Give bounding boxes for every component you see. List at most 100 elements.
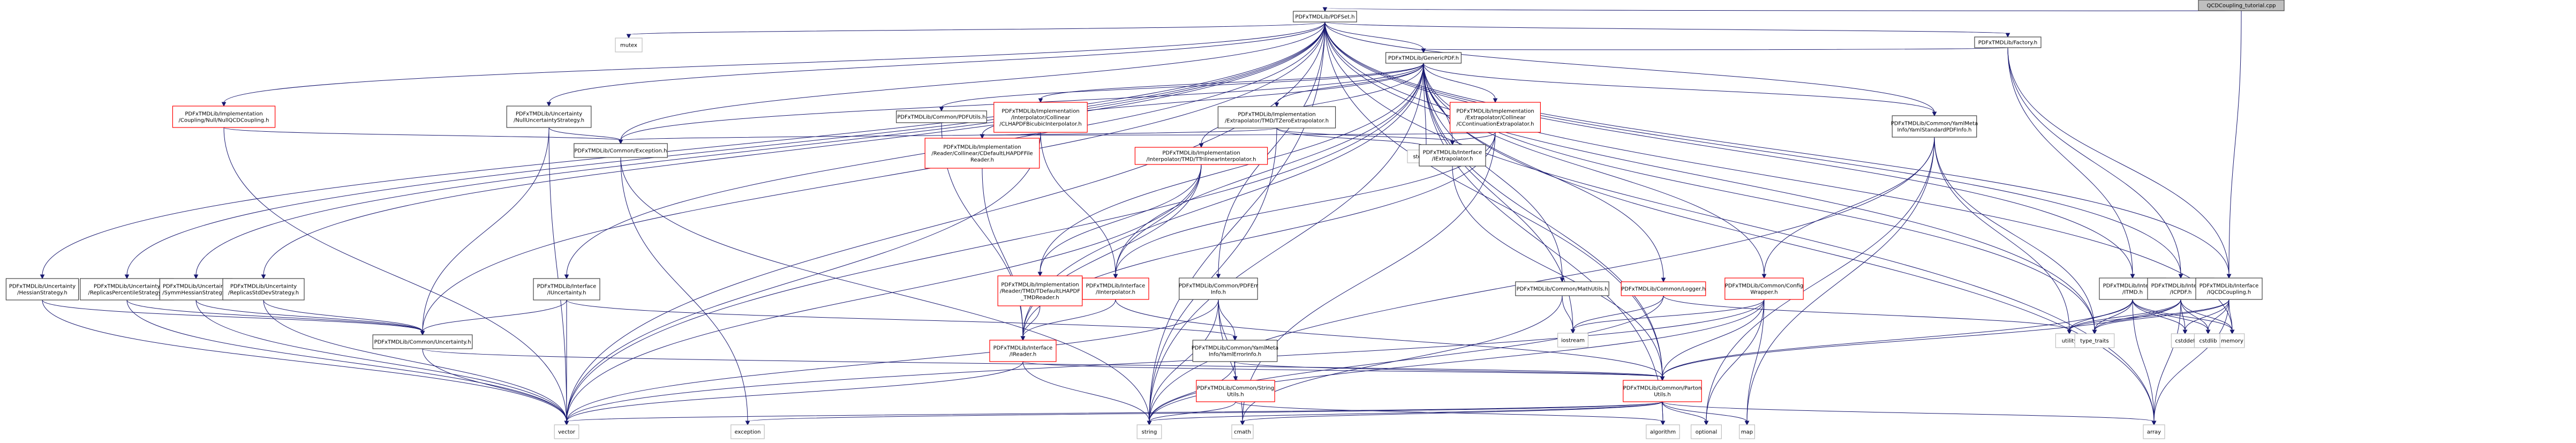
node-label: Reader.h bbox=[970, 157, 994, 163]
edge-line bbox=[620, 127, 1277, 141]
node-label: iostream bbox=[1561, 338, 1585, 344]
node-factory[interactable]: PDFxTMDLib/Factory.h bbox=[1974, 36, 2042, 48]
edge-line bbox=[1662, 299, 2133, 378]
node-ttrilinear[interactable]: PDFxTMDLib/Implementation/Interpolator/T… bbox=[1134, 147, 1268, 165]
edge-line bbox=[2007, 47, 2229, 275]
node-genericpdf[interactable]: PDFxTMDLib/GenericPDF.h bbox=[1385, 52, 1462, 64]
edge-line bbox=[1452, 166, 1663, 378]
edge-line bbox=[1149, 299, 1219, 422]
arrowhead-icon bbox=[1037, 272, 1043, 277]
edge-partonutils-to-map bbox=[1662, 401, 1750, 426]
edge-line bbox=[2185, 299, 2229, 331]
node-box bbox=[372, 334, 473, 349]
node-label: PDFxTMDLib/Uncertainty bbox=[516, 111, 582, 117]
node-label: /NullUncertaintyStrategy.h bbox=[514, 118, 584, 124]
arrowhead-icon bbox=[2205, 329, 2211, 335]
edge-line bbox=[1242, 132, 1496, 422]
node-box bbox=[533, 278, 600, 301]
node-algorithm: algorithm bbox=[1646, 424, 1680, 439]
node-ccontextrap[interactable]: PDFxTMDLib/Implementation/Extrapolator/C… bbox=[1450, 102, 1541, 133]
node-replstd[interactable]: PDFxTMDLib/Uncertainty/ReplicasStdDevStr… bbox=[222, 278, 305, 301]
node-label: PDFxTMDLib/Common/PDFUtils.h bbox=[897, 115, 985, 121]
node-label: PDFxTMDLib/Implementation bbox=[1162, 151, 1240, 156]
arrowhead-icon bbox=[2182, 329, 2188, 335]
edge-ireader-to-partonutils bbox=[1022, 361, 1665, 381]
edge-ireader-to-string bbox=[1022, 361, 1152, 426]
node-box bbox=[989, 340, 1057, 362]
node-label: PDFxTMDLib/Interface bbox=[2200, 283, 2259, 289]
node-label: /ITMD.h bbox=[2122, 290, 2143, 296]
node-hessian[interactable]: PDFxTMDLib/Uncertainty/HessianStrategy.h bbox=[5, 278, 79, 301]
node-pdfutils[interactable]: PDFxTMDLib/Common/PDFUtils.h bbox=[895, 110, 987, 123]
node-iextrap[interactable]: PDFxTMDLib/Interface/IExtrapolator.h bbox=[1419, 144, 1486, 167]
edge-configwrap-to-string bbox=[1147, 299, 1765, 426]
node-clhapdfbicubic[interactable]: PDFxTMDLib/Implementation/Interpolator/C… bbox=[993, 102, 1088, 133]
node-label: Info/YamlStandardPDFInfo.h bbox=[1897, 127, 1972, 133]
edge-line bbox=[1423, 63, 1664, 279]
node-label: PDFxTMDLib/Implementation bbox=[185, 111, 262, 117]
edge-pdfset-to-genericpdf bbox=[1324, 21, 1426, 54]
edge-line bbox=[2069, 299, 2229, 331]
edge-line bbox=[982, 132, 1496, 136]
arrowhead-icon bbox=[124, 274, 130, 280]
node-label: cstddef bbox=[2175, 339, 2195, 344]
node-exception_h[interactable]: PDFxTMDLib/Common/Exception.h bbox=[574, 143, 668, 158]
edge-line bbox=[263, 299, 567, 422]
node-box bbox=[80, 278, 174, 301]
edge-ccontextrap-to-cdefaultlhapdf bbox=[980, 132, 1496, 139]
node-label: PDFxTMDLib/Interface bbox=[993, 346, 1053, 351]
arrowhead-icon bbox=[221, 102, 227, 107]
edge-line bbox=[1115, 299, 1663, 378]
node-symmhess[interactable]: PDFxTMDLib/Uncertainty/SymmHessianStrate… bbox=[159, 278, 233, 301]
edge-line bbox=[1149, 299, 1765, 422]
edge-line bbox=[1324, 21, 2008, 34]
node-replperc[interactable]: PDFxTMDLib/Uncertainty/ReplicasPercentil… bbox=[80, 278, 174, 301]
node-string: string bbox=[1136, 424, 1162, 439]
edge-stringutils-to-algorithm bbox=[1235, 401, 1666, 426]
node-label: algorithm bbox=[1650, 430, 1676, 436]
node-nullunc[interactable]: PDFxTMDLib/Uncertainty/NullUncertaintySt… bbox=[506, 106, 592, 128]
node-nullqcd[interactable]: PDFxTMDLib/Implementation/Coupling/Null/… bbox=[172, 106, 276, 128]
edge-line bbox=[1324, 21, 2133, 275]
node-cmath: cmath bbox=[1231, 424, 1254, 439]
arrowhead-icon bbox=[1147, 421, 1152, 426]
node-yamlerr[interactable]: PDFxTMDLib/Common/YamlMetaInfo/YamlError… bbox=[1192, 340, 1279, 362]
edge-line bbox=[2094, 299, 2181, 331]
node-label: PDFxTMDLib/Implementation bbox=[1001, 109, 1079, 115]
node-label: cmath bbox=[1234, 430, 1251, 436]
arrowhead-icon bbox=[1274, 102, 1279, 108]
edge-line bbox=[2094, 299, 2133, 331]
node-yamlstd[interactable]: PDFxTMDLib/Common/YamlMetaInfo/YamlStand… bbox=[1891, 115, 1978, 138]
node-mathutils[interactable]: PDFxTMDLib/Common/MathUtils.h bbox=[1515, 281, 1609, 296]
edge-line bbox=[1218, 299, 1236, 337]
node-iunc[interactable]: PDFxTMDLib/Interface/IUncertainty.h bbox=[533, 278, 600, 301]
node-ireader[interactable]: PDFxTMDLib/Interface/IReader.h bbox=[989, 340, 1057, 362]
node-label: PDFxTMDLib/Uncertainty bbox=[94, 284, 160, 290]
edge-line bbox=[1149, 401, 1663, 422]
node-pdfset[interactable]: PDFxTMDLib/PDFSet.h bbox=[1293, 11, 1357, 22]
edge-pdfset-to-vector bbox=[564, 21, 1325, 426]
node-box bbox=[730, 424, 765, 439]
edge-pdfset-to-nullqcd bbox=[221, 21, 1325, 107]
arrowhead-icon bbox=[626, 34, 631, 39]
node-iinterp[interactable]: PDFxTMDLib/Interface/IInterpolator.h bbox=[1082, 277, 1149, 300]
node-box bbox=[2195, 277, 2263, 300]
node-logger[interactable]: PDFxTMDLib/Common/Logger.h bbox=[1621, 281, 1706, 296]
node-tzeroextrap[interactable]: PDFxTMDLib/Implementation/Extrapolator/T… bbox=[1217, 106, 1336, 129]
arrowhead-icon bbox=[2226, 274, 2232, 279]
edge-pdfset-to-mutex bbox=[626, 21, 1325, 39]
node-tdefaultlhapdf[interactable]: PDFxTMDLib/Implementation/Reader/TMD/TDe… bbox=[997, 275, 1083, 306]
node-iqcd[interactable]: PDFxTMDLib/Interface/IQCDCoupling.h bbox=[2195, 277, 2263, 300]
edge-ccontextrap-to-iextrap bbox=[1450, 132, 1496, 146]
edge-line bbox=[566, 164, 1202, 422]
edge-pdfset-to-replperc bbox=[124, 21, 1325, 280]
node-uncertainty_h[interactable]: PDFxTMDLib/Common/Uncertainty.h bbox=[372, 334, 473, 349]
node-root[interactable]: QCDCoupling_tutorial.cpp bbox=[2198, 0, 2285, 11]
node-label: PDFxTMDLib/Interface bbox=[537, 284, 597, 290]
node-cdefaultlhapdf[interactable]: PDFxTMDLib/Implementation/Reader/Colline… bbox=[924, 138, 1040, 169]
edge-line bbox=[1040, 132, 1116, 275]
